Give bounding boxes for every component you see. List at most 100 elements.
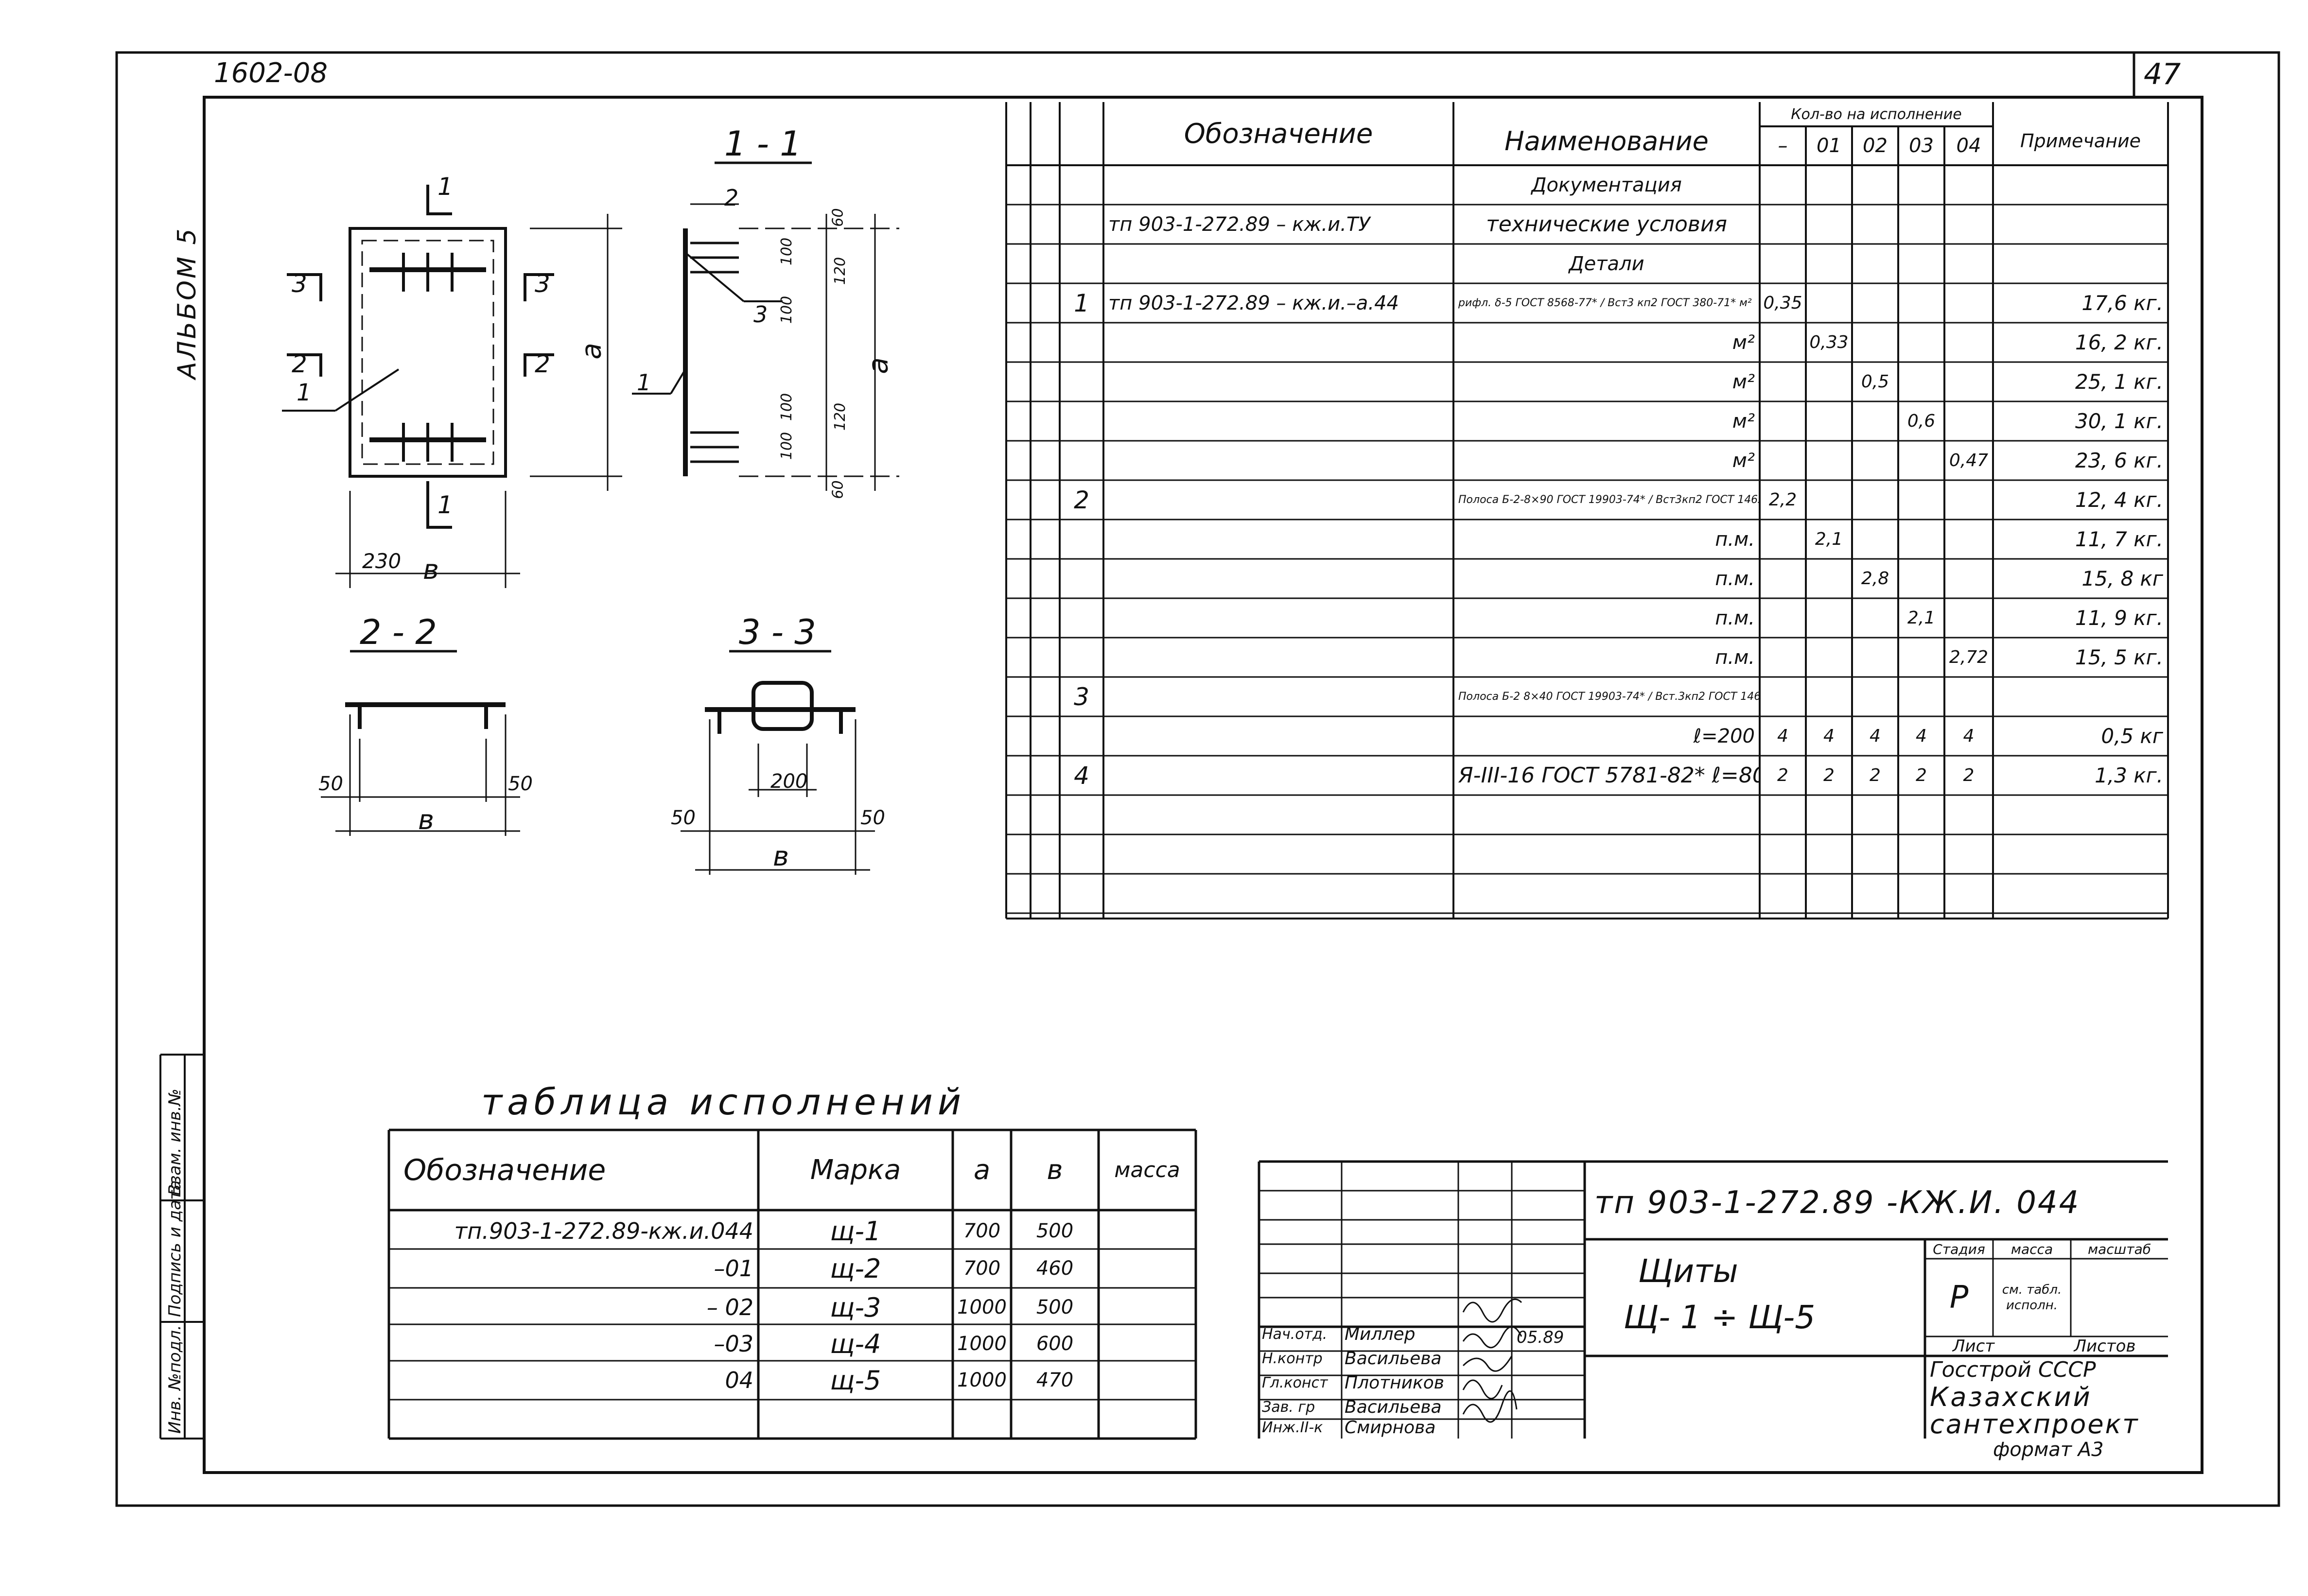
spec-row-qty	[1852, 205, 1898, 244]
spec-row-qty	[1806, 480, 1852, 520]
spec-row-qty	[1852, 283, 1898, 323]
spec-row-qty	[1760, 520, 1806, 559]
spec-row-note	[1993, 165, 2168, 205]
stamp-sheet-header: Лист	[1952, 1337, 1995, 1355]
spec-row-designation	[1103, 323, 1453, 362]
spec-row-qty	[1760, 795, 1806, 834]
spec-row-note: 0,5 кг	[2101, 724, 2163, 748]
spec-row-designation	[1103, 401, 1453, 441]
spec-row-qty	[1944, 480, 1993, 520]
spec-row-qty	[1898, 834, 1944, 874]
variants-cell: щ-2	[830, 1253, 881, 1284]
spec-row-note: 16, 2 кг.	[2075, 330, 2163, 354]
spec-row-qty	[1898, 441, 1944, 480]
side-stamp-sign: Подпись и дата	[165, 1180, 185, 1317]
stamp-person-name: Васильева	[1345, 1397, 1442, 1417]
variants-table-title: таблица исполнений	[481, 1081, 966, 1123]
spec-row-qty	[1944, 205, 1993, 244]
spec-row-note: 17,6 кг.	[2081, 291, 2163, 315]
dim-120-top: 120	[832, 257, 849, 285]
spec-row-qty	[1760, 205, 1806, 244]
spec-row-designation	[1103, 598, 1453, 638]
dim-50-left-3-3: 50	[671, 807, 696, 829]
stamp-org-2: Казахский	[1930, 1383, 2092, 1410]
spec-row-note	[1993, 205, 2168, 244]
spec-row-qty	[1760, 559, 1806, 598]
spec-row-designation	[1103, 165, 1453, 205]
spec-row-note: 15, 8 кг	[2081, 567, 2163, 590]
spec-row-qty: 2	[1823, 765, 1835, 785]
spec-row-designation	[1103, 441, 1453, 480]
variants-cell: –01	[714, 1255, 753, 1282]
spec-row-designation	[1103, 795, 1453, 834]
dim-60-bot: 60	[829, 480, 847, 499]
spec-row-qty: 2,1	[1815, 529, 1843, 549]
spec-row-qty	[1852, 323, 1898, 362]
spec-row-name: рифл. δ-5 ГОСТ 8568-77* / Вст3 кп2 ГОСТ …	[1458, 297, 1752, 309]
spec-row-qty	[1898, 795, 1944, 834]
spec-row-name: м²	[1732, 449, 1755, 472]
spec-row-qty	[1852, 480, 1898, 520]
cut-mark-top: 1	[437, 173, 453, 201]
variants-cell	[1099, 1250, 1196, 1287]
spec-row-qty	[1944, 598, 1993, 638]
spec-row-designation	[1103, 638, 1453, 677]
spec-row-note: 11, 9 кг.	[2075, 606, 2163, 630]
spec-row-qty	[1760, 677, 1806, 716]
spec-header-note: Примечание	[2020, 130, 2141, 152]
variants-cell: тп.903-1-272.89-кж.и.044	[454, 1218, 753, 1244]
spec-header-v1: 01	[1817, 135, 1841, 157]
spec-row-qty	[1806, 874, 1852, 913]
spec-row-pos	[1060, 874, 1103, 913]
spec-row-qty	[1852, 520, 1898, 559]
spec-row-name: п.м.	[1715, 567, 1755, 590]
leader-1-sec: 1	[637, 369, 651, 396]
dim-b-plan: в	[423, 554, 439, 586]
spec-row-qty: 4	[1777, 726, 1788, 746]
variants-cell: 460	[1036, 1257, 1074, 1280]
variants-cell: 1000	[957, 1369, 1007, 1391]
spec-row-pos	[1060, 795, 1103, 834]
spec-row-qty: 0,47	[1949, 451, 1989, 470]
spec-row-qty	[1944, 795, 1993, 834]
stamp-org-3: сантехпроект	[1930, 1410, 2139, 1438]
spec-row-note	[1993, 795, 2168, 834]
spec-row-qty	[1806, 677, 1852, 716]
dim-50-right-2-2: 50	[508, 773, 533, 795]
spec-row-qty	[1806, 283, 1852, 323]
variants-cell: 1000	[957, 1296, 1007, 1318]
spec-row-qty: 0,6	[1907, 411, 1936, 431]
spec-row-name: м²	[1732, 410, 1755, 433]
spec-row-qty	[1944, 520, 1993, 559]
spec-row-note	[1993, 874, 2168, 913]
spec-row-qty	[1944, 874, 1993, 913]
vt-header-mass: масса	[1114, 1158, 1180, 1182]
spec-row-name: Я-III-16 ГОСТ 5781-82* ℓ=800	[1458, 763, 1760, 788]
spec-row-qty	[1944, 559, 1993, 598]
stamp-person-role: Гл.конст	[1262, 1374, 1328, 1391]
spec-row-qty: 2	[1777, 765, 1788, 785]
spec-row-name: м²	[1732, 370, 1755, 393]
spec-row-note: 12, 4 кг.	[2075, 488, 2163, 512]
cut-mark-bottom: 1	[437, 491, 453, 519]
spec-row-name: п.м.	[1715, 607, 1755, 629]
spec-row-qty	[1944, 834, 1993, 874]
spec-row-note	[1993, 834, 2168, 874]
album-label: АЛЬБОМ 5	[173, 226, 202, 379]
spec-row-qty	[1760, 638, 1806, 677]
spec-row-qty	[1760, 323, 1806, 362]
spec-row-qty	[1898, 283, 1944, 323]
stamp-person-role: Зав. гр	[1262, 1398, 1315, 1416]
dim-b-3-3: в	[773, 841, 789, 872]
spec-row-qty: 2	[1963, 765, 1975, 785]
variants-cell: – 02	[706, 1294, 753, 1320]
leader-1-plan: 1	[297, 379, 312, 406]
spec-row-pos	[1060, 165, 1103, 205]
spec-row-qty	[1760, 874, 1806, 913]
spec-row-qty	[1760, 598, 1806, 638]
spec-row-qty	[1760, 441, 1806, 480]
spec-row-name: технические условия	[1486, 212, 1727, 237]
spec-row-qty	[1760, 362, 1806, 401]
spec-row-pos	[1060, 244, 1103, 283]
spec-row-qty	[1898, 362, 1944, 401]
